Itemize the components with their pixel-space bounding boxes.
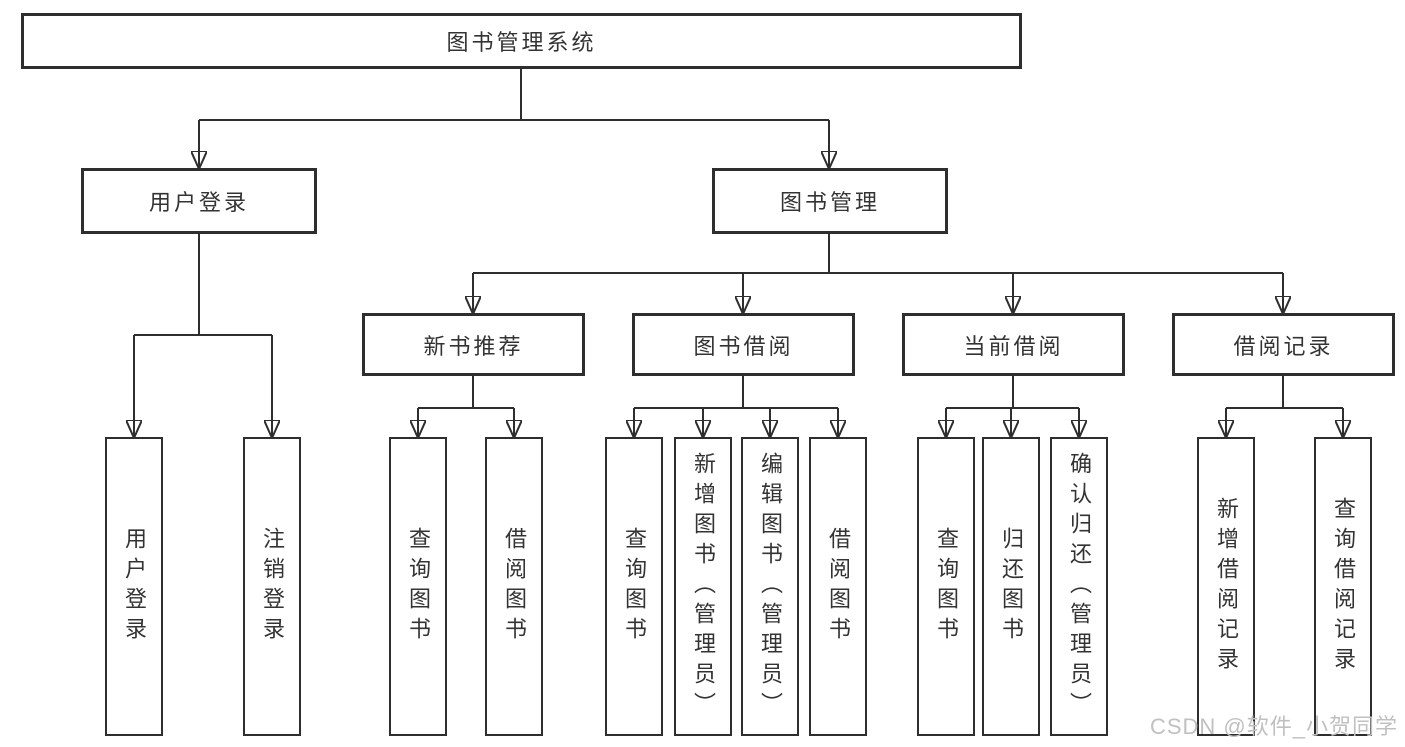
node-new-book-recommend: 新书推荐 (362, 313, 585, 376)
leaf-query-books-recommend: 查询图书 (389, 437, 447, 736)
leaf-borrow-books-recommend: 借阅图书 (485, 437, 543, 736)
connector-book-borrow-children (634, 376, 838, 437)
leaf-label: 归还图书 (999, 526, 1024, 647)
leaf-label: 查询图书 (406, 526, 431, 647)
leaf-confirm-return-admin: 确认归还（管理员） (1050, 437, 1108, 736)
leaf-label: 查询借阅记录 (1331, 496, 1356, 677)
leaf-label: 确认归还（管理员） (1067, 451, 1092, 722)
leaf-label: 新增借阅记录 (1214, 496, 1239, 677)
node-book-management: 图书管理 (712, 168, 948, 234)
connector-user-login-children (134, 234, 272, 437)
leaf-query-books-current: 查询图书 (917, 437, 975, 736)
connector-new-book-recommend-children (418, 376, 514, 437)
leaf-user-login: 用户登录 (105, 437, 163, 736)
leaf-return-book: 归还图书 (982, 437, 1040, 736)
csdn-watermark: CSDN @软件_小贺同学 (1149, 714, 1398, 739)
connector-current-borrow-children (946, 376, 1079, 437)
leaf-add-book-admin: 新增图书（管理员） (674, 437, 732, 736)
leaf-label: 借阅图书 (826, 526, 851, 647)
leaf-borrow-books: 借阅图书 (809, 437, 867, 736)
connector-root-to-level2 (199, 68, 829, 168)
leaf-label: 注销登录 (260, 526, 285, 647)
leaf-edit-book-admin: 编辑图书（管理员） (741, 437, 799, 736)
node-borrow-records: 借阅记录 (1172, 313, 1395, 376)
leaf-label: 查询图书 (622, 526, 647, 647)
leaf-label: 查询图书 (934, 526, 959, 647)
connector-book-management-children (473, 234, 1283, 313)
leaf-label: 新增图书（管理员） (691, 451, 716, 722)
leaf-label: 编辑图书（管理员） (758, 451, 783, 722)
leaf-query-borrow-record: 查询借阅记录 (1314, 437, 1372, 736)
node-current-borrow: 当前借阅 (902, 313, 1125, 376)
leaf-label: 用户登录 (122, 526, 147, 647)
node-book-borrow: 图书借阅 (632, 313, 855, 376)
leaf-logout: 注销登录 (243, 437, 301, 736)
node-user-login: 用户登录 (81, 168, 317, 234)
leaf-query-books-borrow: 查询图书 (605, 437, 663, 736)
leaf-label: 借阅图书 (502, 526, 527, 647)
node-library-management-system: 图书管理系统 (21, 13, 1022, 69)
connector-borrow-records-children (1226, 376, 1343, 437)
leaf-add-borrow-record: 新增借阅记录 (1197, 437, 1255, 736)
